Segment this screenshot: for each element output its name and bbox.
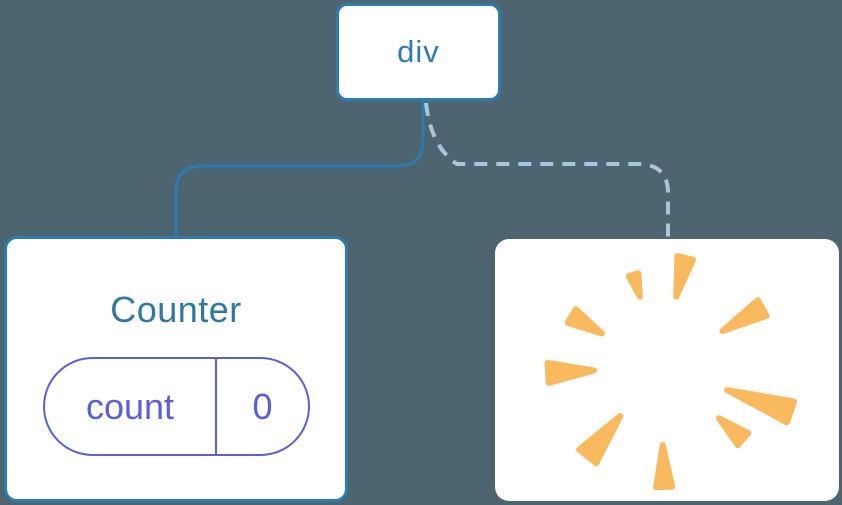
removed-component-card: [495, 239, 839, 501]
root-node-label: div: [397, 34, 440, 69]
spark-wedge: [564, 306, 605, 337]
spark-wedge: [625, 270, 643, 300]
counter-component-card: Counter count 0: [4, 236, 348, 502]
spark-wedge: [724, 387, 798, 426]
edge-removed-dashed: [424, 102, 670, 240]
component-title: Counter: [110, 289, 242, 330]
state-pill-divider: [215, 359, 217, 454]
spark-wedge: [576, 413, 624, 467]
spark-wedge: [544, 359, 598, 386]
state-pill: count 0: [43, 357, 310, 456]
poof-burst-icon: [544, 253, 798, 491]
spark-wedge: [719, 297, 770, 334]
state-key: count: [85, 385, 175, 427]
spark-wedge: [715, 415, 752, 449]
spark-wedge: [673, 253, 696, 300]
spark-wedge: [653, 442, 676, 491]
root-node: div: [336, 3, 501, 101]
edge-preserved-solid: [174, 101, 425, 237]
state-value: 0: [252, 385, 273, 427]
